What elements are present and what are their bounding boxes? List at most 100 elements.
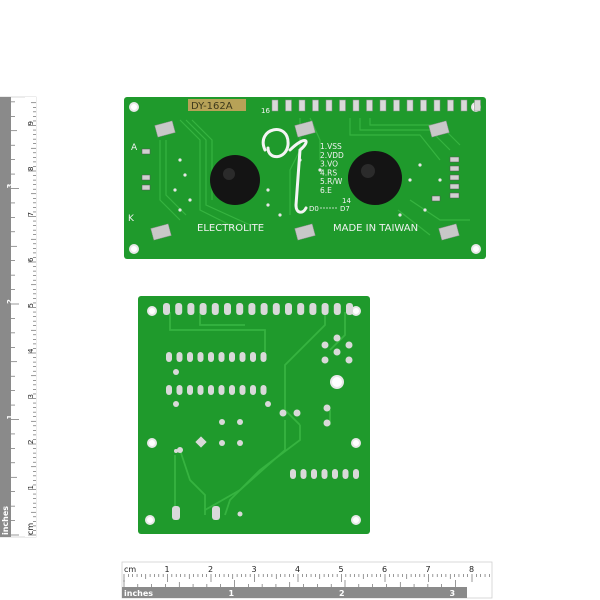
brand-label: ELECTROLITE [197, 223, 264, 234]
bottom-ruler-cm-label: 1 [165, 565, 170, 574]
bottom-ruler-cm-unit: cm [124, 565, 136, 574]
d0-label: D0 [309, 205, 319, 213]
ic-pad [197, 352, 204, 362]
via [188, 198, 192, 202]
header-pad [175, 303, 183, 315]
via [408, 178, 412, 182]
left-ruler-inch-label: 3 [6, 184, 14, 189]
lcd-traces [159, 117, 470, 236]
ic-pad [300, 469, 307, 479]
header-pad [248, 303, 256, 315]
left-ruler-inch-label: 1 [6, 415, 14, 420]
pin-16-label: 16 [261, 107, 270, 115]
model-label-sticker [188, 99, 246, 111]
mounting-hole [330, 375, 344, 389]
ic-pad [290, 469, 296, 479]
header-pin [406, 99, 414, 112]
mounting-hole [351, 515, 361, 525]
header-pin-row [271, 99, 481, 112]
bottom-ruler-cm-label: 4 [295, 565, 300, 574]
header-pin [420, 99, 427, 112]
ic-pad [353, 469, 359, 479]
ic-pad [176, 385, 183, 395]
pin-function-item: 3.VO [320, 160, 338, 169]
header-pad [163, 303, 170, 315]
header-pad [199, 303, 207, 315]
label-k: K [128, 214, 135, 224]
made-in-label: MADE IN TAIWAN [333, 223, 418, 234]
header-pin [339, 99, 346, 112]
ic-pad [342, 469, 349, 479]
ic-pad [239, 385, 246, 395]
ic-pad [250, 352, 256, 362]
ic-pad [166, 352, 172, 362]
chip-epoxy-blob-left [210, 155, 260, 205]
backpack-misc-pads [172, 334, 353, 520]
mounting-hole [147, 306, 157, 316]
lcd-pcb-body [124, 97, 486, 259]
left-ruler-cm-label: 3 [27, 394, 35, 398]
header-pad [309, 303, 317, 315]
lcd-module-board: DY-162A 16 [124, 97, 486, 259]
left-ruler-cm-label: 5 [27, 303, 35, 307]
ic-pad [311, 469, 317, 479]
left-ruler-cm-unit: cm [26, 523, 35, 535]
bottom-ruler-inch-band [122, 587, 467, 598]
via [183, 173, 187, 177]
lcd-corner-tabs [150, 120, 460, 241]
bottom-ruler-ticks [123, 574, 490, 587]
left-ruler-cm-label: 1 [27, 485, 35, 489]
mounting-hole [351, 438, 361, 448]
bottom-ruler-cm-label: 8 [469, 565, 474, 574]
header-pad [260, 303, 268, 315]
ic-pad [187, 385, 193, 395]
via [398, 213, 402, 217]
pin-function-item: 4.RS [320, 168, 337, 177]
ic-pad [176, 352, 183, 362]
header-pad [346, 303, 353, 315]
pin-function-item: 5.R/W [320, 177, 343, 186]
via [266, 188, 270, 192]
ic-pad [173, 369, 179, 375]
backpack-header-pads [163, 303, 353, 315]
ic-pad [218, 385, 225, 395]
bottom-ruler-cm-label: 5 [339, 565, 344, 574]
pin-function-item: 2.VDD [320, 151, 344, 160]
ic-pad [218, 352, 225, 362]
pin-function-item: 1.VSS [320, 142, 342, 151]
mounting-hole [147, 438, 157, 448]
left-ruler-cm-label: 2 [27, 440, 35, 444]
header-pin [285, 99, 292, 112]
left-ruler-inch-band [0, 97, 11, 537]
via [278, 213, 282, 217]
header-pin [325, 99, 333, 112]
left-ruler-cm-label: 7 [27, 212, 35, 216]
backpack-board [138, 296, 370, 534]
header-pad [224, 303, 231, 315]
header-pin [460, 99, 468, 112]
left-smd-parts [141, 148, 151, 191]
mounting-hole [471, 244, 481, 254]
left-ruler-inch-label: 2 [6, 299, 14, 304]
bottom-ruler-inch-unit: inches [124, 589, 153, 598]
marker-signature [261, 128, 308, 214]
header-pin [447, 99, 454, 112]
mounting-hole [129, 102, 139, 112]
ic-pad [321, 469, 328, 479]
bottom-ruler-cm-label: 7 [426, 565, 431, 574]
via [418, 163, 422, 167]
via [266, 203, 270, 207]
header-pad [285, 303, 292, 315]
left-ruler-cm-label: 9 [27, 121, 35, 125]
header-pad [272, 303, 280, 315]
header-pin [474, 99, 481, 112]
left-ruler-cm-label: 8 [27, 167, 35, 171]
ic-pad [208, 352, 214, 362]
bottom-ruler-cm-label: 2 [208, 565, 213, 574]
header-pad [321, 303, 329, 315]
